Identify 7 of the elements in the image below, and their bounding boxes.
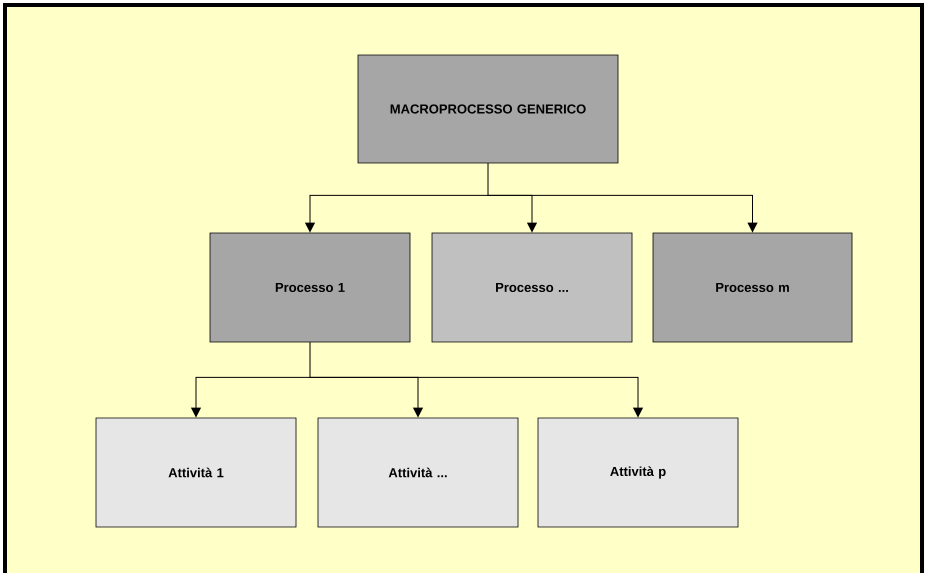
process-box: Processo ...	[432, 232, 632, 342]
activity-box: Attività p	[538, 418, 738, 528]
process-box: Processo m	[652, 232, 852, 342]
process-box: Processo 1	[210, 232, 410, 342]
activity-box: Attività 1	[96, 418, 296, 528]
activity-box: Attività ...	[318, 418, 518, 528]
macroprocess-box: MACROPROCESSO GENERICO	[358, 54, 618, 164]
